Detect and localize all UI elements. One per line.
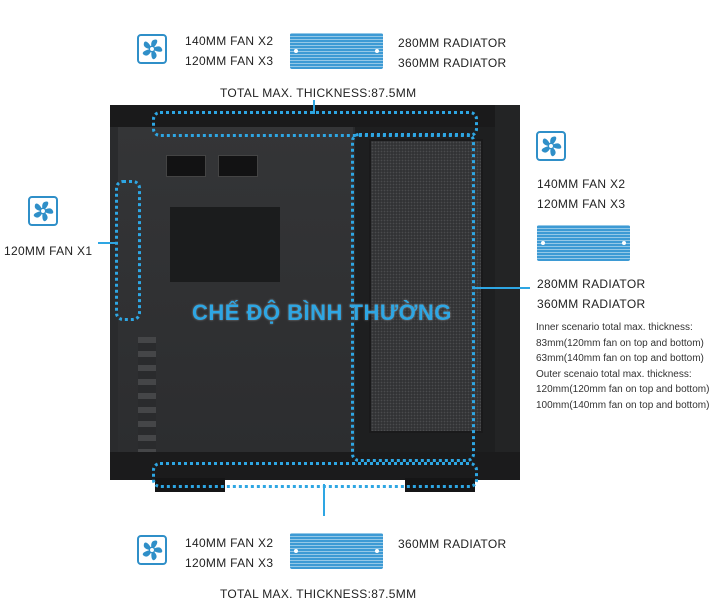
note-line: 100mm(140mm fan on top and bottom) xyxy=(536,399,710,411)
top-zone-connector xyxy=(313,100,315,114)
bottom-mount-zone xyxy=(152,462,478,488)
mesh-panel xyxy=(369,139,483,433)
right-radiator-line-2: 360MM RADIATOR xyxy=(537,297,646,311)
motherboard-tray xyxy=(118,127,353,457)
bottom-fan-line-1: 140MM FAN X2 xyxy=(185,536,274,550)
top-fan-line-1: 140MM FAN X2 xyxy=(185,34,274,48)
right-fan-line-1: 140MM FAN X2 xyxy=(537,177,626,191)
bottom-thickness-label: TOTAL MAX. THICKNESS:87.5MM xyxy=(220,587,417,601)
psu-shroud xyxy=(170,207,280,282)
mode-title: CHẾ ĐỘ BÌNH THƯỜNG xyxy=(192,300,452,325)
right-mount-zone xyxy=(351,133,475,462)
note-line: 120mm(120mm fan on top and bottom) xyxy=(536,384,710,395)
top-thickness-label: TOTAL MAX. THICKNESS:87.5MM xyxy=(220,86,417,100)
right-radiator-line-1: 280MM RADIATOR xyxy=(537,277,646,291)
right-fan-line-2: 120MM FAN X3 xyxy=(537,197,626,211)
note-line: 83mm(120mm fan on top and bottom) xyxy=(536,337,704,349)
top-fan-line-2: 120MM FAN X3 xyxy=(185,54,274,68)
left-fan-line: 120MM FAN X1 xyxy=(4,244,93,258)
bottom-fan-line-2: 120MM FAN X3 xyxy=(185,556,274,570)
left-fan-icon xyxy=(28,196,58,226)
case-bottom-panel xyxy=(110,452,520,480)
drive-bay xyxy=(218,155,258,177)
drive-bay xyxy=(166,155,206,177)
bottom-zone-connector xyxy=(323,484,325,516)
bottom-radiator-line: 360MM RADIATOR xyxy=(398,537,507,551)
top-radiator-line-2: 360MM RADIATOR xyxy=(398,56,507,70)
note-line: Outer scenaio total max. thickness: xyxy=(536,368,692,380)
front-panel xyxy=(355,127,495,452)
left-mount-zone xyxy=(115,180,141,321)
expansion-slots xyxy=(138,337,156,457)
top-fan-icon xyxy=(137,34,167,64)
right-zone-connector xyxy=(472,287,530,289)
case-top-panel xyxy=(110,105,520,127)
left-zone-connector xyxy=(98,242,116,244)
bottom-fan-icon xyxy=(137,535,167,565)
right-fan-icon xyxy=(536,131,566,161)
note-line: Inner scenario total max. thickness: xyxy=(536,322,693,333)
right-notes: Inner scenario total max. thickness: 83m… xyxy=(536,320,709,413)
top-mount-zone xyxy=(152,111,478,137)
note-line: 63mm(140mm fan on top and bottom) xyxy=(536,353,704,364)
case-frame xyxy=(495,105,520,480)
right-radiator-icon xyxy=(537,225,630,261)
bottom-radiator-icon xyxy=(290,533,383,569)
top-radiator-line-1: 280MM RADIATOR xyxy=(398,36,507,50)
pc-case xyxy=(110,105,520,492)
top-radiator-icon xyxy=(290,33,383,69)
